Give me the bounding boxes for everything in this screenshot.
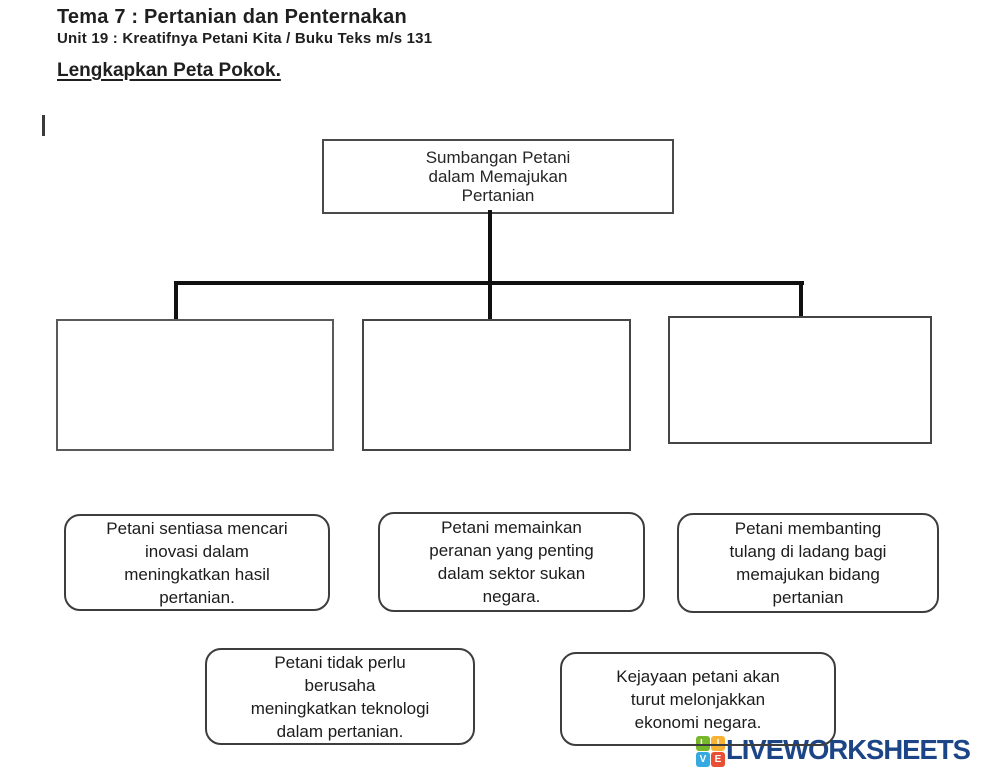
answer-target-box-3[interactable] [668,316,932,444]
option-card-text: Petani sentiasa mencari inovasi dalam me… [106,518,288,607]
liveworksheets-logo-icon: L I V E [696,736,725,767]
option-card-1[interactable]: Petani sentiasa mencari inovasi dalam me… [64,514,330,611]
root-node-box: Sumbangan Petani dalam Memajukan Pertani… [322,139,674,214]
option-card-text: Petani tidak perlu berusaha meningkatkan… [250,652,430,741]
text-cursor-mark [42,115,45,136]
option-card-5[interactable]: Kejayaan petani akan turut melonjakkan e… [560,652,836,746]
liveworksheets-wordmark: LIVEWORKSHEETS [726,734,971,765]
liveworksheets-logo-link[interactable]: L I V E LIVEWORKSHEETS [696,734,975,767]
connector-horizontal-bar [174,281,804,285]
worksheet-title: Tema 7 : Pertanian dan Penternakan [57,6,407,28]
connector-vertical-center [488,210,492,319]
root-node-label: Sumbangan Petani dalam Memajukan Pertani… [425,148,571,205]
logo-square-v: V [696,752,710,767]
connector-vertical-left [174,281,178,319]
option-card-2[interactable]: Petani memainkan peranan yang penting da… [378,512,645,612]
connector-vertical-right [799,281,803,316]
logo-square-e: E [711,752,725,767]
answer-target-box-2[interactable] [362,319,631,451]
worksheet-subtitle: Unit 19 : Kreatifnya Petani Kita / Buku … [57,30,433,47]
logo-square-l: L [696,736,710,751]
option-card-text: Petani memainkan peranan yang penting da… [429,518,594,606]
answer-target-box-1[interactable] [56,319,334,451]
option-card-text: Kejayaan petani akan turut melonjakkan e… [616,666,780,732]
option-card-4[interactable]: Petani tidak perlu berusaha meningkatkan… [205,648,475,745]
option-card-3[interactable]: Petani membanting tulang di ladang bagi … [677,513,939,613]
option-card-text: Petani membanting tulang di ladang bagi … [729,519,887,607]
logo-square-i: I [711,736,725,751]
instruction-text: Lengkapkan Peta Pokok. [57,60,281,81]
